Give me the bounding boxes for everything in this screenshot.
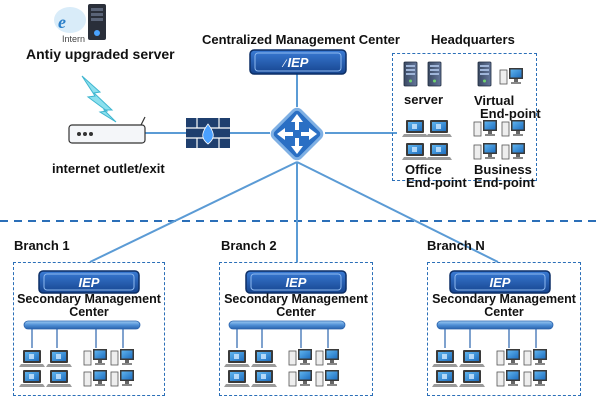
branch-n-bus	[436, 320, 554, 330]
central-appliance-label: IEP	[288, 55, 309, 70]
line-router-to-branchN	[296, 161, 499, 263]
branch-1-bus	[23, 320, 141, 330]
branch-2-appliance: IEP	[245, 270, 347, 294]
branch-2-graphics: IEP	[224, 270, 347, 387]
firewall-icon	[186, 118, 230, 148]
branch-n-appliance: IEP	[449, 270, 551, 294]
branch-2-title: Branch 2	[221, 238, 277, 253]
branch-n-box	[427, 262, 581, 396]
branch-2-appliance-label: IEP	[286, 275, 307, 290]
branch-n-appliance-label: IEP	[490, 275, 511, 290]
branch-2-box	[219, 262, 373, 396]
branch-n-center-line1: Secondary Management	[432, 292, 576, 306]
branch-2-bus	[228, 320, 346, 330]
branch-1-appliance-label: IEP	[79, 275, 100, 290]
hq-office-label-1: Office	[405, 162, 442, 177]
hq-office-label-2: End-point	[406, 175, 467, 190]
branch-n-center-line2: Center	[484, 305, 524, 319]
branch-1-center-line1: Secondary Management	[17, 292, 161, 306]
branch-2-center-line2: Center	[276, 305, 316, 319]
hq-virtual-label-2: End-point	[480, 106, 541, 121]
branch-n-title: Branch N	[427, 238, 485, 253]
outlet-label: internet outlet/exit	[52, 161, 165, 176]
outlet-device-icon	[68, 116, 146, 144]
lightning-icon	[81, 75, 117, 123]
hq-title: Headquarters	[431, 32, 515, 47]
headquarters-box	[392, 53, 537, 181]
branch-1-graphics: IEP	[19, 270, 141, 387]
branch-1-appliance: IEP	[38, 270, 140, 294]
central-title: Centralized Management Center	[202, 32, 400, 47]
internet-server-icon: e	[54, 4, 106, 40]
internet-server-label: Antiy upgraded server	[26, 46, 175, 62]
hq-business-label-2: End-point	[474, 175, 535, 190]
hq-business-label-1: Business	[474, 162, 532, 177]
svg-text:⁄: ⁄	[281, 58, 288, 70]
router-icon	[270, 107, 324, 161]
branch-1-center-line2: Center	[69, 305, 109, 319]
hq-virtual-label-1: Virtual	[474, 93, 515, 108]
branch-n-graphics: IEP	[432, 270, 554, 387]
internet-text: Intern	[62, 34, 85, 44]
branch-1-box	[13, 262, 165, 396]
line-router-to-branch1	[89, 161, 298, 263]
branch-1-title: Branch 1	[14, 238, 70, 253]
svg-text:e: e	[58, 12, 66, 32]
central-appliance: IEP ⁄	[249, 49, 347, 75]
branch-2-center-line1: Secondary Management	[224, 292, 368, 306]
hq-server-label: server	[404, 92, 444, 107]
